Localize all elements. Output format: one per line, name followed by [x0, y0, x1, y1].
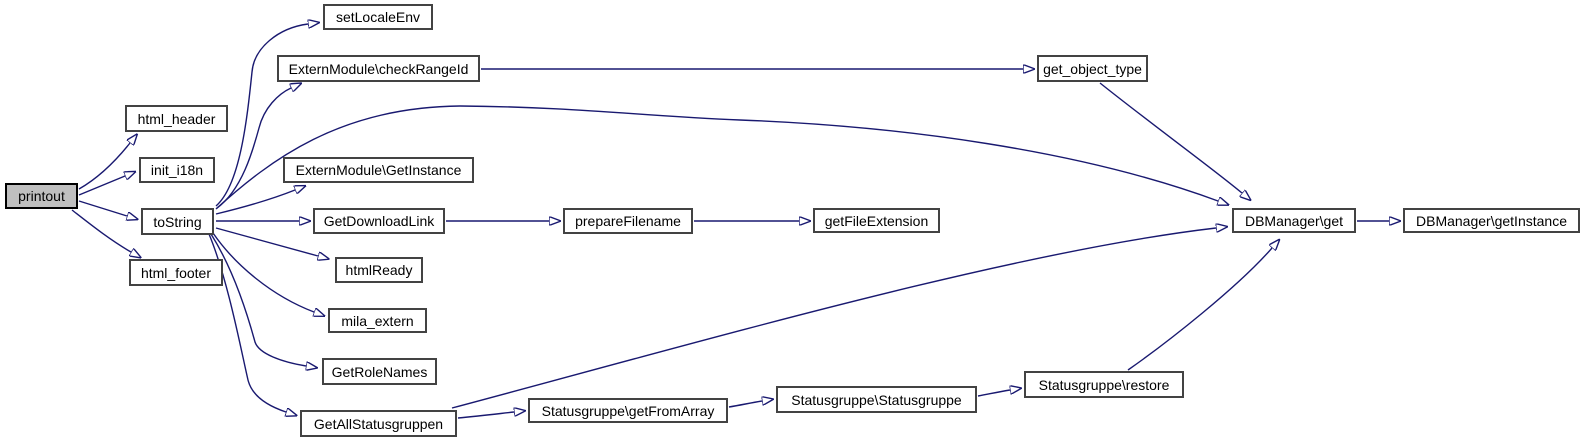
node-getFileExtension[interactable]: getFileExtension	[813, 208, 940, 233]
node-printout: printout	[5, 183, 78, 209]
edge-toString-DBManager_get	[215, 105, 1218, 210]
edge-restore-DBManager_get	[1127, 248, 1272, 371]
edge-get_object_type-DBManager_get	[1099, 82, 1242, 193]
node-GetAllStatusgruppen[interactable]: GetAllStatusgruppen	[300, 410, 457, 437]
edge-getFromArray-Statusgruppe	[728, 401, 762, 408]
edge-toString-mila_extern	[212, 232, 314, 312]
edge-toString-checkRangeId	[216, 88, 291, 209]
node-toString[interactable]: toString	[141, 208, 214, 235]
node-setLocaleEnv[interactable]: setLocaleEnv	[323, 4, 433, 30]
node-DBManager_getInstance[interactable]: DBManager\getInstance	[1403, 208, 1580, 233]
edge-toString-htmlReady	[215, 227, 318, 256]
edge-printout-toString	[78, 200, 127, 216]
node-DBManager_get[interactable]: DBManager\get	[1232, 208, 1356, 233]
node-get_object_type[interactable]: get_object_type	[1037, 55, 1148, 82]
edge-toString-GetRoleNames	[210, 233, 306, 366]
node-prepareFilename[interactable]: prepareFilename	[563, 208, 693, 234]
edge-printout-html_header	[78, 143, 130, 190]
node-GetDownloadLink[interactable]: GetDownloadLink	[313, 208, 445, 234]
node-Statusgruppe[interactable]: Statusgruppe\Statusgruppe	[776, 386, 977, 413]
edge-GetAllStatusgruppen-getFromArray	[457, 412, 514, 419]
node-restore[interactable]: Statusgruppe\restore	[1024, 371, 1184, 398]
node-init_i18n[interactable]: init_i18n	[139, 157, 215, 183]
edge-printout-html_footer	[71, 209, 131, 252]
node-mila_extern[interactable]: mila_extern	[328, 308, 427, 333]
edge-Statusgruppe-restore	[977, 390, 1010, 397]
node-GetRoleNames[interactable]: GetRoleNames	[322, 358, 437, 385]
node-checkRangeId[interactable]: ExternModule\checkRangeId	[277, 55, 480, 82]
edge-printout-init_i18n	[78, 176, 125, 196]
node-htmlReady[interactable]: htmlReady	[335, 257, 423, 283]
node-getFromArray[interactable]: Statusgruppe\getFromArray	[528, 398, 728, 423]
edge-toString-setLocaleEnv	[215, 24, 308, 207]
edge-GetAllStatusgruppen-DBManager_get	[451, 228, 1216, 409]
node-GetInstance[interactable]: ExternModule\GetInstance	[283, 157, 474, 183]
node-html_footer[interactable]: html_footer	[129, 259, 223, 286]
node-html_header[interactable]: html_header	[125, 105, 228, 132]
edge-toString-GetInstance	[215, 190, 295, 215]
